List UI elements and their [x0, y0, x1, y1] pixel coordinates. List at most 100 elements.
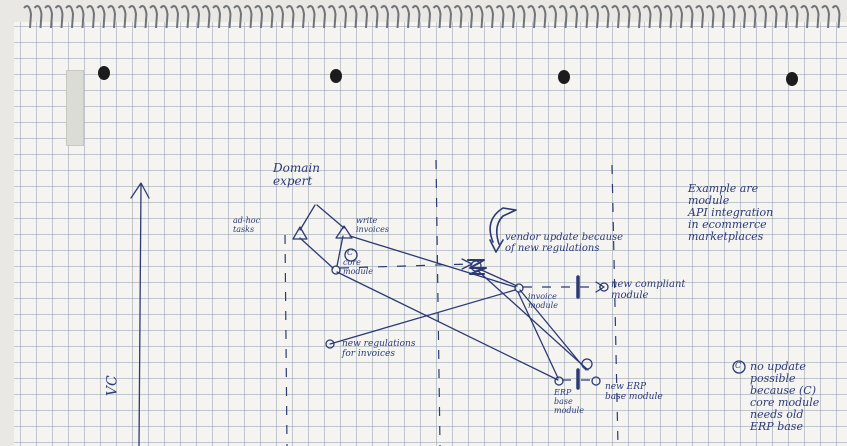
- label-core-module-circled: C: [347, 248, 354, 257]
- link-newreg-invoicemodule: [329, 289, 516, 345]
- spiral-coil: [138, 5, 148, 29]
- spiral-coil: [348, 5, 358, 29]
- spiral-coil: [369, 5, 379, 29]
- punch-hole: [558, 70, 570, 84]
- spiral-coil: [54, 5, 64, 29]
- label-footnote: no update possible because (C) core modu…: [750, 360, 820, 434]
- node-new-regulations: [325, 339, 335, 349]
- link-expert-invoices: [316, 204, 345, 229]
- spiral-coil: [33, 5, 43, 29]
- link-core-erp: [336, 271, 559, 381]
- scribble-mark: [467, 259, 487, 275]
- spiral-coil: [516, 5, 526, 29]
- evolution-arrow-core: [339, 263, 471, 269]
- spiral-coil: [44, 5, 54, 29]
- spiral-coil: [600, 5, 610, 29]
- spiral-coil: [107, 5, 117, 29]
- label-value-chain-axis: VC: [104, 375, 121, 397]
- spiral-coil: [611, 5, 621, 29]
- link-expert-adhoc: [299, 204, 316, 231]
- spiral-coil: [296, 5, 306, 29]
- graph-paper: [14, 22, 847, 446]
- spiral-coil: [222, 5, 232, 29]
- node-invoice-module: [514, 283, 524, 293]
- spiral-coil: [338, 5, 348, 29]
- spiral-coil: [527, 5, 537, 29]
- spiral-coil: [642, 5, 652, 29]
- spiral-coil: [212, 5, 222, 29]
- label-vendor-update: vendor update because of new regulations: [505, 232, 624, 254]
- pointer-arrow: [489, 207, 517, 253]
- spiral-coil: [737, 5, 747, 29]
- spiral-coil: [485, 5, 495, 29]
- spiral-coil: [317, 5, 327, 29]
- spiral-coil: [779, 5, 789, 29]
- link-vendor-invoicemodule: [476, 267, 518, 287]
- circled-c-marker: [581, 358, 593, 370]
- spiral-coil: [285, 5, 295, 29]
- spiral-coil: [401, 5, 411, 29]
- triangle-write-invoices: [335, 225, 353, 239]
- link-invoicemodule-newerp: [519, 289, 587, 371]
- node-new-compliant-module: [599, 282, 609, 292]
- spiral-coil: [65, 5, 75, 29]
- label-new-compliant-module: new compliant module: [611, 279, 686, 301]
- spiral-coil: [380, 5, 390, 29]
- spiral-coil: [264, 5, 274, 29]
- label-footnote-marker: C: [735, 361, 742, 370]
- label-invoice-module: invoice module: [528, 292, 558, 310]
- phase-divider: [611, 164, 619, 446]
- punch-hole: [98, 66, 110, 80]
- triangle-ad-hoc-tasks: [292, 226, 308, 240]
- notebook-brand-sticker: [66, 70, 84, 146]
- punch-hole: [330, 69, 342, 83]
- spiral-coil: [495, 5, 505, 29]
- spiral-coil: [789, 5, 799, 29]
- spiral-coil: [474, 5, 484, 29]
- node-new-erp-base-module: [591, 376, 601, 386]
- circled-c-marker: [344, 248, 358, 262]
- label-new-erp-base-module: new ERP base module: [605, 382, 663, 402]
- spiral-coil: [117, 5, 127, 29]
- spiral-coil: [306, 5, 316, 29]
- spiral-coil: [327, 5, 337, 29]
- label-write-invoices: write invoices: [356, 216, 389, 234]
- spiral-coil: [422, 5, 432, 29]
- spiral-coil: [569, 5, 579, 29]
- label-ad-hoc-tasks: ad-hoc tasks: [233, 216, 261, 234]
- spiral-coil: [768, 5, 778, 29]
- spiral-coil: [800, 5, 810, 29]
- value-chain-axis: [138, 184, 142, 446]
- spiral-coil: [243, 5, 253, 29]
- spiral-coil: [684, 5, 694, 29]
- spiral-coil: [726, 5, 736, 29]
- spiral-coil: [149, 5, 159, 29]
- label-erp-base-module: ERP base module: [554, 388, 584, 415]
- link-vendor-newerp: [476, 269, 589, 371]
- label-example-note: Example are module API integration in ec…: [688, 182, 774, 244]
- spiral-coil: [159, 5, 169, 29]
- spiral-coil: [75, 5, 85, 29]
- link-invoices-core: [336, 235, 344, 267]
- punch-hole: [786, 72, 798, 86]
- spiral-coil: [170, 5, 180, 29]
- spiral-coil: [359, 5, 369, 29]
- spiral-coil: [506, 5, 516, 29]
- spiral-coil: [254, 5, 264, 29]
- spiral-coil: [411, 5, 421, 29]
- spiral-coil: [233, 5, 243, 29]
- spiral-coil: [86, 5, 96, 29]
- spiral-coil: [621, 5, 631, 29]
- circled-c-marker: [732, 360, 746, 374]
- phase-divider: [284, 234, 288, 446]
- spiral-coil: [674, 5, 684, 29]
- spiral-coil: [432, 5, 442, 29]
- spiral-coil: [558, 5, 568, 29]
- spiral-coil: [758, 5, 768, 29]
- spiral-coil: [464, 5, 474, 29]
- spiral-binding: [23, 5, 841, 29]
- link-invoicemodule-erp: [517, 291, 559, 379]
- label-domain-expert: Domain expert: [273, 161, 320, 189]
